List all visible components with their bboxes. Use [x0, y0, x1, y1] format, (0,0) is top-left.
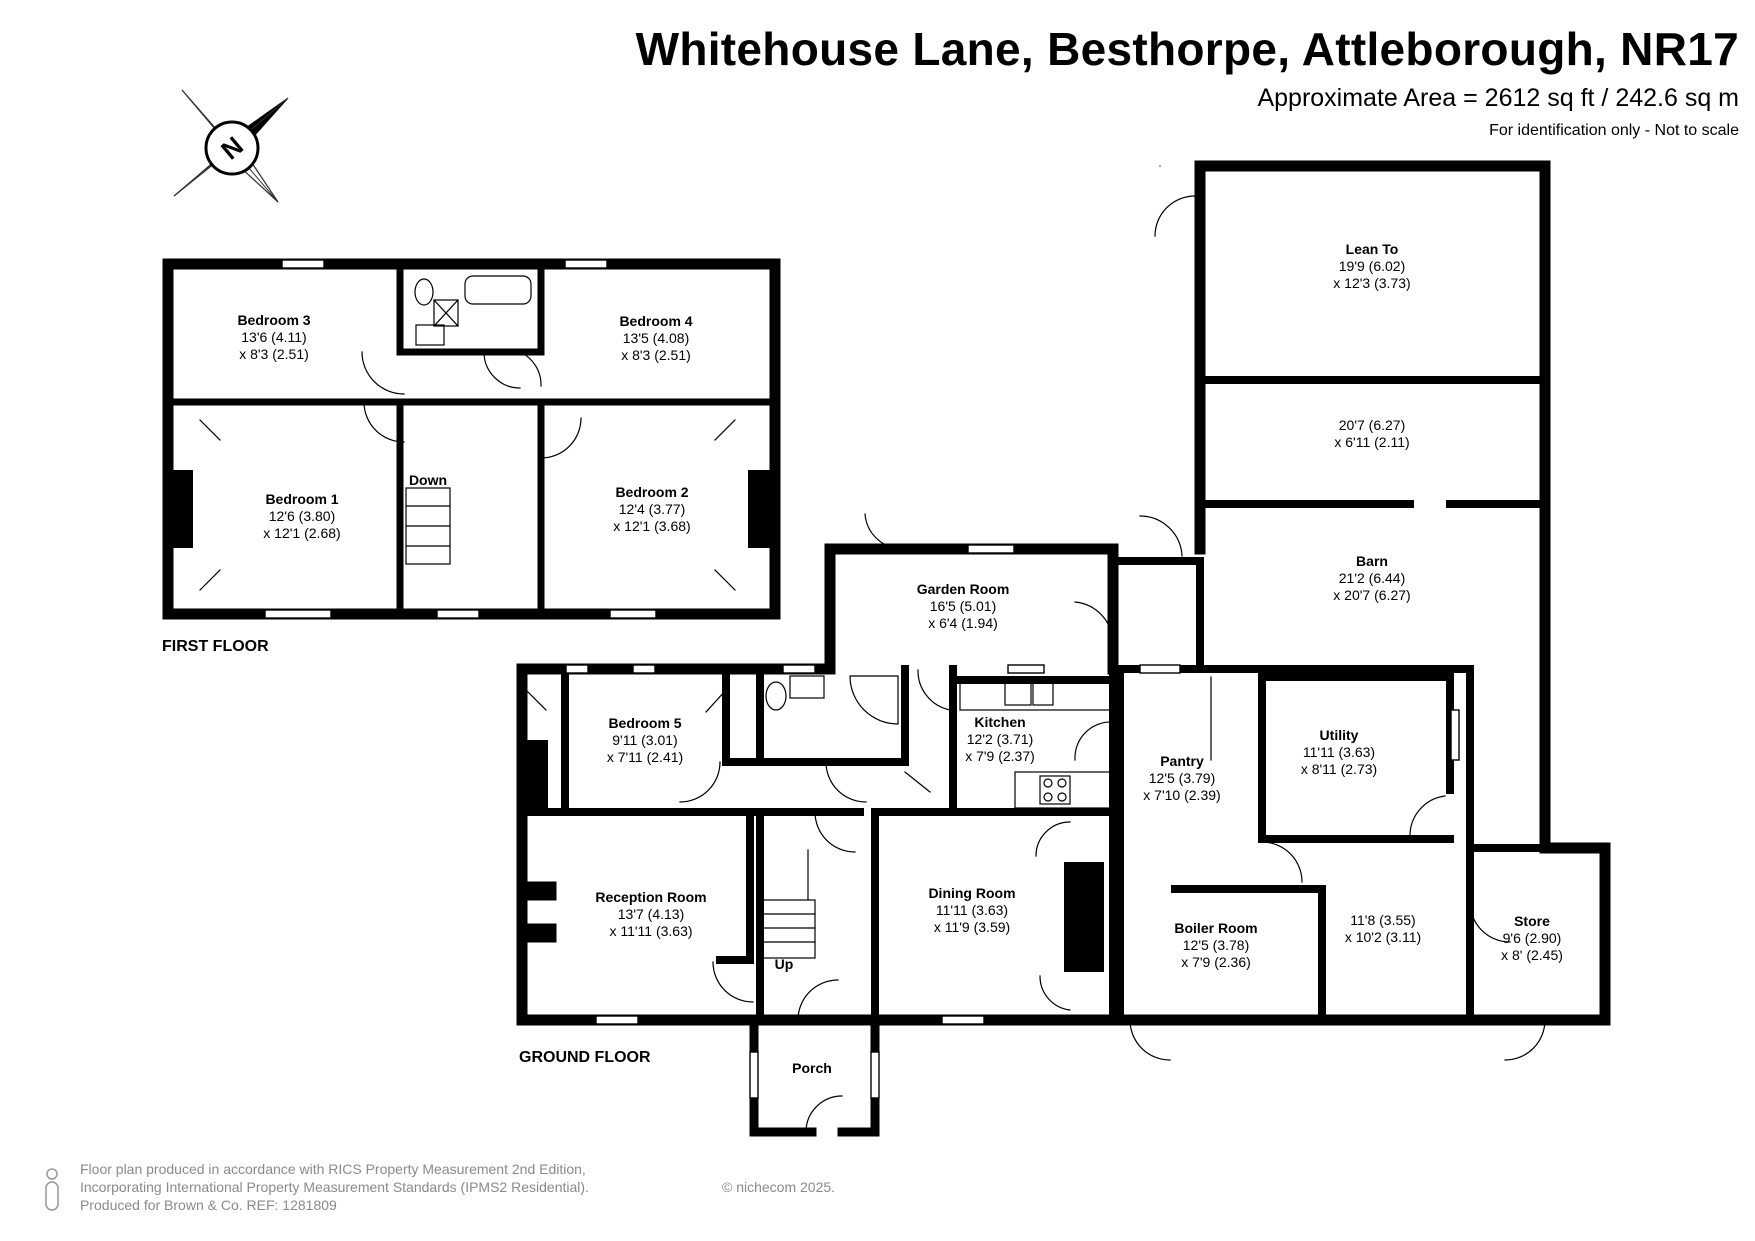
room-name-bedroom-1: Bedroom 1	[265, 491, 338, 507]
person-icon	[45, 1168, 59, 1211]
room-dim-utility: 11'11 (3.63)	[1303, 744, 1375, 760]
room-dim-barn-front: 20'7 (6.27)	[1339, 417, 1406, 433]
room-name-bedroom-5: Bedroom 5	[608, 715, 681, 731]
room-dim-dining-room: x 11'9 (3.59)	[934, 919, 1010, 935]
room-dim-reception-room: 13'7 (4.13)	[618, 906, 685, 922]
room-dim-boiler-room: x 7'9 (2.36)	[1181, 954, 1251, 970]
ground-floor-label: GROUND FLOOR	[519, 1049, 651, 1066]
room-name-bedroom-3: Bedroom 3	[237, 312, 310, 328]
room-name-pantry: Pantry	[1160, 753, 1204, 769]
room-name-garden-room: Garden Room	[917, 581, 1010, 597]
room-dim-boiler-room: 12'5 (3.78)	[1183, 937, 1250, 953]
room-dim-bedroom-3: 13'6 (4.11)	[241, 329, 306, 345]
footer-line-1: Floor plan produced in accordance with R…	[80, 1161, 586, 1177]
room-dim-bedroom-5: x 7'11 (2.41)	[607, 749, 683, 765]
room-dim-bedroom-5: 9'11 (3.01)	[612, 732, 677, 748]
room-name-reception-room: Reception Room	[595, 889, 706, 905]
property-title: Whitehouse Lane, Besthorpe, Attleborough…	[635, 23, 1739, 75]
room-dim-dining-room: 11'11 (3.63)	[936, 902, 1008, 918]
disclaimer-note: For identification only - Not to scale	[1489, 122, 1739, 139]
stairs-down	[405, 487, 451, 565]
porch-walls	[749, 1015, 880, 1137]
room-name-kitchen: Kitchen	[974, 714, 1025, 730]
room-dim-barn: x 20'7 (6.27)	[1333, 587, 1410, 603]
room-dim-garden-room: 16'5 (5.01)	[930, 598, 997, 614]
ground-floor-windows	[565, 544, 1460, 1099]
room-name-dining-room: Dining Room	[928, 885, 1015, 901]
room-dim-reception-room: x 11'11 (3.63)	[609, 923, 692, 939]
room-dim-pantry: x 7'10 (2.39)	[1143, 787, 1220, 803]
chimney-breast	[171, 470, 193, 548]
room-dim-lean-to: x 12'3 (3.73)	[1333, 275, 1410, 291]
fireplace	[526, 740, 548, 810]
stairs-down-label: Down	[409, 472, 447, 488]
room-dim-bedroom-4: x 8'3 (2.51)	[621, 347, 691, 363]
footer-copyright: © nichecom 2025.	[722, 1179, 836, 1195]
first-floor-internal-walls	[164, 260, 779, 618]
room-name-lean-to: Lean To	[1346, 241, 1399, 257]
reception-fireplace	[525, 881, 557, 943]
room-name-barn: Barn	[1356, 553, 1388, 569]
ground-floor-doors	[525, 165, 1546, 1133]
room-dim-bedroom-2: x 12'1 (3.68)	[613, 518, 690, 534]
first-floor-windows	[264, 259, 657, 619]
room-dim-bedroom-1: x 12'1 (2.68)	[263, 525, 340, 541]
room-dim-kitchen: 12'2 (3.71)	[967, 731, 1034, 747]
room-labels: Bedroom 3 13'6 (4.11) x 8'3 (2.51) Bedro…	[237, 241, 1562, 1076]
room-dim-barn-front: x 6'11 (2.11)	[1334, 434, 1409, 450]
kitchen-fixtures	[959, 676, 1212, 809]
room-name-store: Store	[1514, 913, 1550, 929]
first-floor-doors	[199, 351, 736, 591]
room-dim-store: x 8' (2.45)	[1501, 947, 1563, 963]
room-dim-rear-room: x 10'2 (3.11)	[1345, 929, 1421, 945]
stairs-up	[762, 849, 816, 959]
room-name-porch: Porch	[792, 1060, 832, 1076]
room-dim-store: 9'6 (2.90)	[1503, 930, 1562, 946]
room-name-bedroom-4: Bedroom 4	[619, 313, 692, 329]
footer-line-2: Incorporating International Property Mea…	[80, 1179, 589, 1195]
footer-notes: Floor plan produced in accordance with R…	[80, 1160, 835, 1214]
room-dim-utility: x 8'11 (2.73)	[1301, 761, 1377, 777]
room-dim-barn: 21'2 (6.44)	[1339, 570, 1406, 586]
room-dim-rear-room: 11'8 (3.55)	[1350, 912, 1415, 928]
room-dim-bedroom-2: 12'4 (3.77)	[619, 501, 686, 517]
chimney-breast	[748, 470, 770, 548]
room-name-bedroom-2: Bedroom 2	[615, 484, 688, 500]
approximate-area: Approximate Area = 2612 sq ft / 242.6 sq…	[1257, 84, 1739, 112]
room-name-boiler-room: Boiler Room	[1174, 920, 1257, 936]
compass-icon: N	[173, 89, 289, 203]
room-dim-pantry: 12'5 (3.79)	[1149, 770, 1216, 786]
first-floor-label: FIRST FLOOR	[162, 638, 269, 655]
room-dim-bedroom-3: x 8'3 (2.51)	[239, 346, 309, 362]
fireplace	[1064, 862, 1104, 972]
room-dim-kitchen: x 7'9 (2.37)	[965, 748, 1035, 764]
room-name-utility: Utility	[1320, 727, 1359, 743]
shower-room-fixtures	[765, 675, 899, 725]
bathroom-fixtures	[414, 275, 532, 346]
room-dim-garden-room: x 6'4 (1.94)	[928, 615, 998, 631]
room-dim-lean-to: 19'9 (6.02)	[1339, 258, 1406, 274]
stairs-up-label: Up	[775, 956, 794, 972]
footer-line-3: Produced for Brown & Co. REF: 1281809	[80, 1197, 337, 1213]
room-dim-bedroom-4: 13'5 (4.08)	[623, 330, 690, 346]
room-dim-bedroom-1: 12'6 (3.80)	[269, 508, 336, 524]
